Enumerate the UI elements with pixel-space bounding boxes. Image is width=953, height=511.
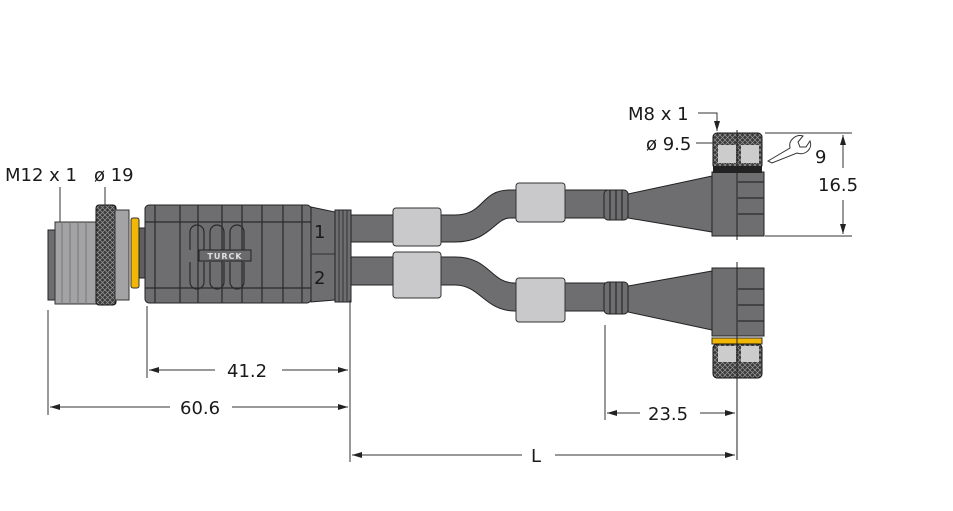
knurled-nut xyxy=(95,204,117,306)
cable-sleeve xyxy=(515,182,566,223)
cable-sleeve xyxy=(392,251,442,299)
cable-length-label: L xyxy=(531,446,541,467)
height-label: 16.5 xyxy=(818,175,858,196)
cable-sleeve xyxy=(392,207,442,247)
sealing-ring xyxy=(130,217,140,289)
m8-angled-connector-2 xyxy=(603,267,765,379)
m8-angled-connector-1 xyxy=(603,132,765,237)
cable-branch-1 xyxy=(349,182,611,247)
plug-length-label: 60.6 xyxy=(180,398,220,419)
m8-thread-label: M8 x 1 xyxy=(628,104,689,125)
dimension-lines xyxy=(48,112,852,462)
brand-logo-text: TURCK xyxy=(207,252,242,261)
cable-branch-2 xyxy=(349,251,611,323)
branch-1-label: 1 xyxy=(314,222,325,243)
body-length-label: 41.2 xyxy=(227,361,267,382)
m12-plug-connector: TURCK 1 2 xyxy=(47,204,352,306)
wrench-size-label: 9 xyxy=(815,147,826,168)
m8-diameter-label: ø 9.5 xyxy=(646,134,691,155)
m12-thread-label: M12 x 1 xyxy=(5,165,77,186)
wrench-icon xyxy=(766,135,812,164)
m12-diameter-label: ø 19 xyxy=(94,165,134,186)
brand-logo xyxy=(198,249,252,262)
offset-label: 23.5 xyxy=(648,404,688,425)
cable-sleeve xyxy=(515,277,566,323)
branch-2-label: 2 xyxy=(314,268,325,289)
